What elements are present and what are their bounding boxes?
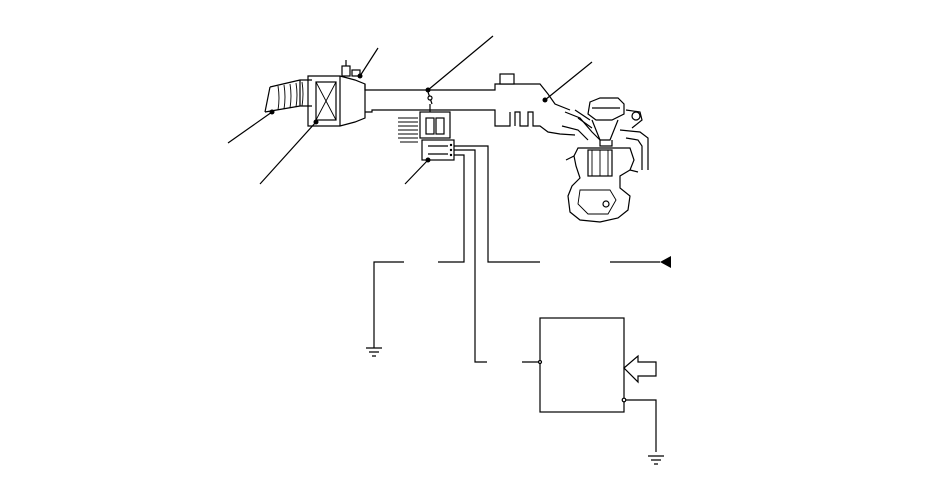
signal-input-arrow [623,354,657,384]
callout-air-temp-sensor [357,47,379,79]
ground-symbol-left [366,347,382,357]
callout-air-cleaner-element [259,119,319,185]
air-cleaner [307,75,366,127]
wiring [373,261,660,452]
ground-symbol-right [648,455,664,465]
engine [561,97,649,223]
intake-air-pipe [364,73,576,136]
throttle-body [398,104,451,143]
control-unit [537,317,627,413]
air-temp-sensor [341,60,361,77]
callout-intake-manifold [542,61,593,103]
callout-leaders [227,35,593,185]
callout-intake-air-pipe [425,35,494,93]
callout-air-flow-sensor [404,157,431,185]
air-intake-duct [264,79,312,113]
air-flow-sensor [421,139,540,363]
signal-arrowhead [660,256,671,268]
callout-air-intake-duct [227,109,275,144]
